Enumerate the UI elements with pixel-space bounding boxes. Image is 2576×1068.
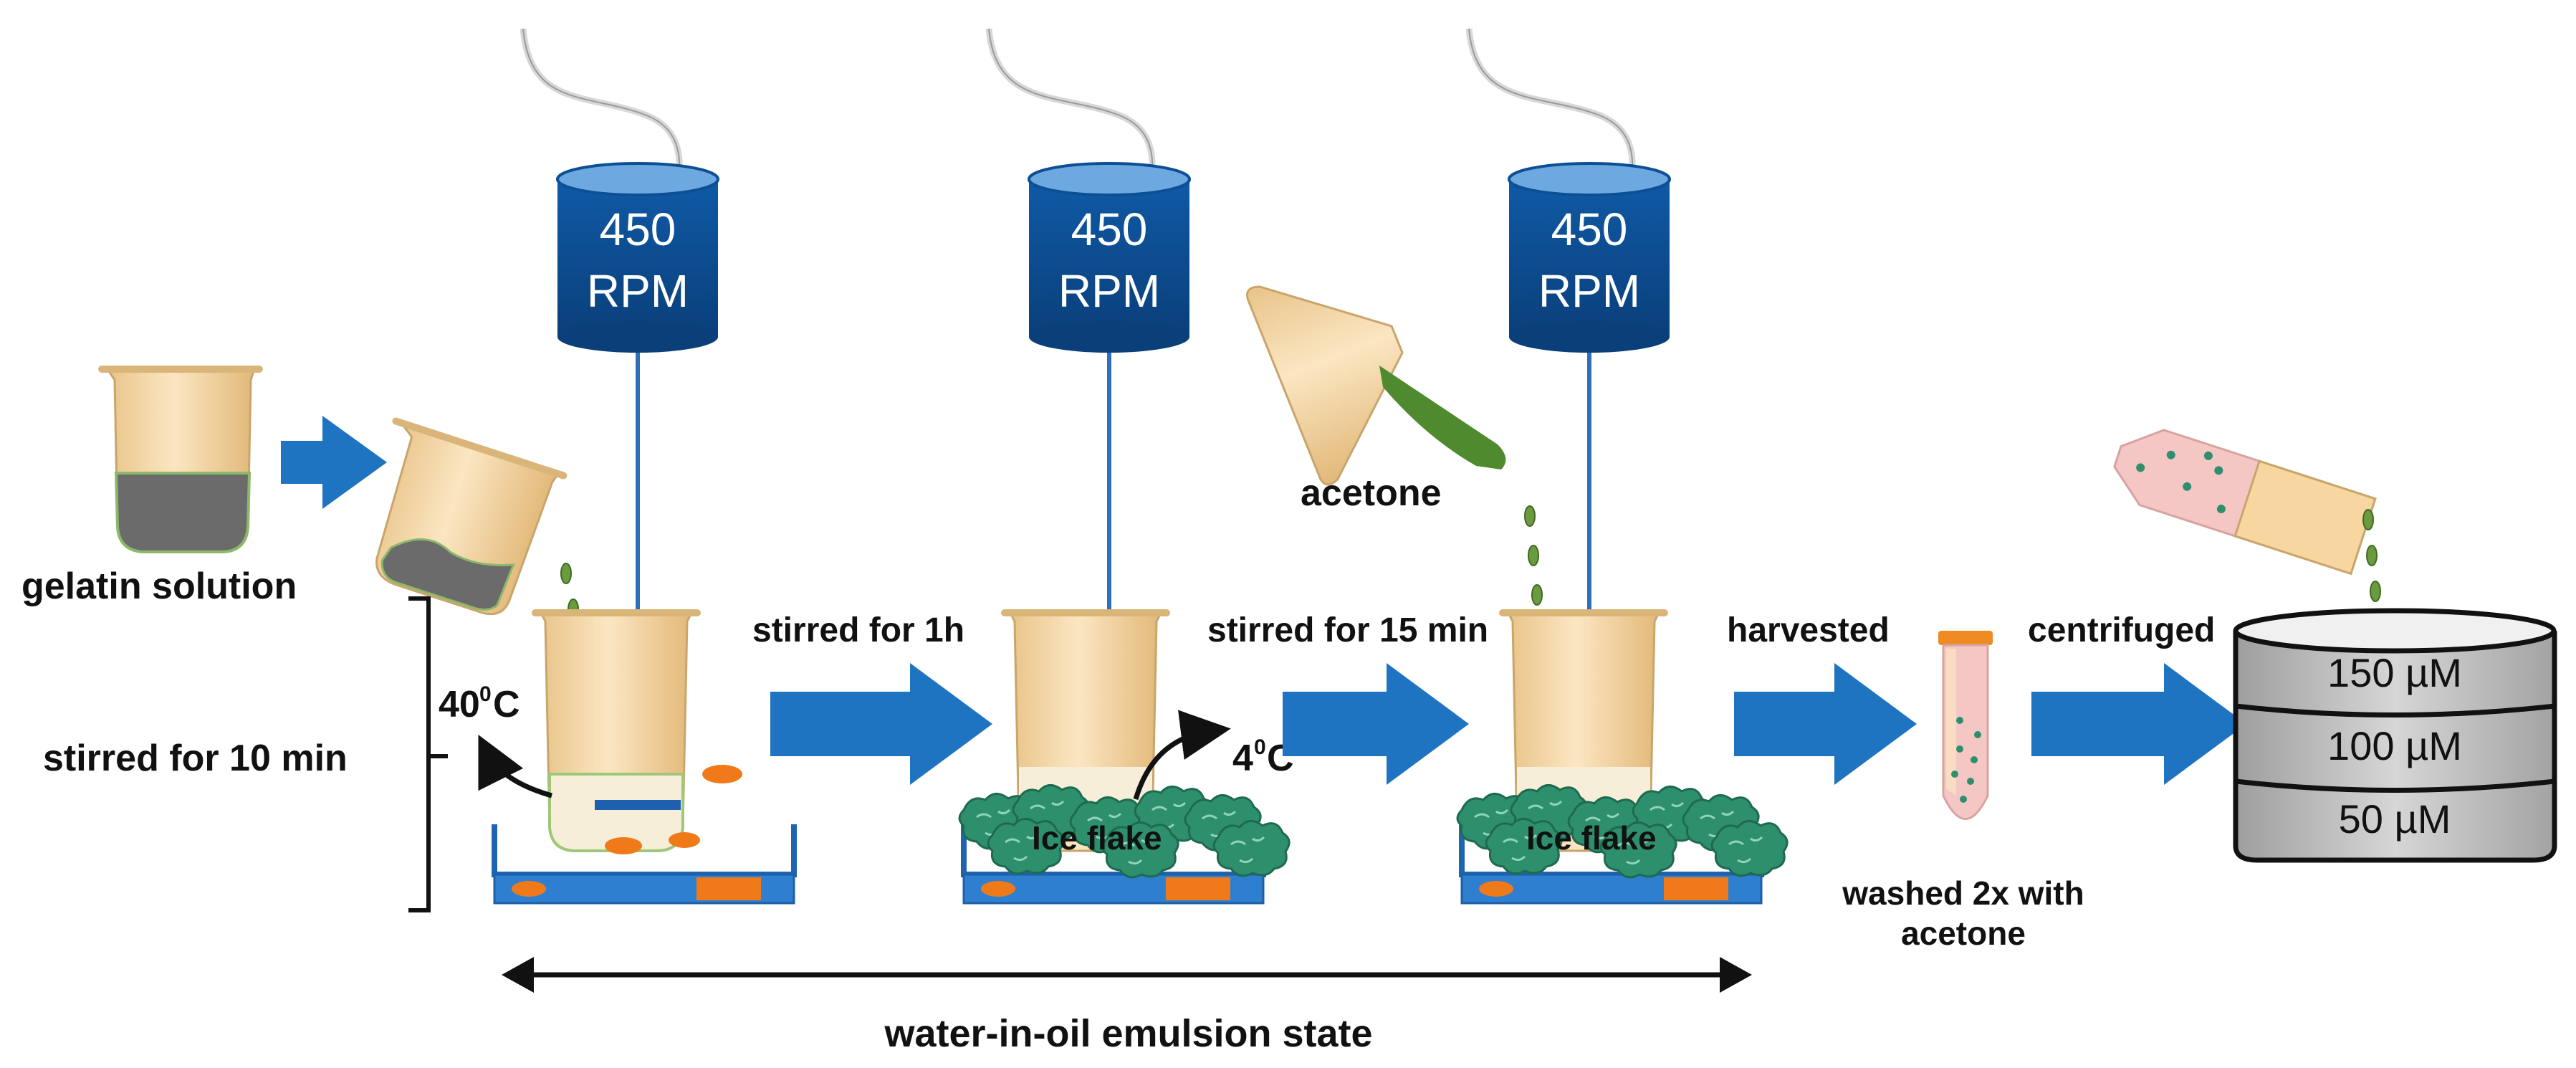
emulsion-span-arrow [502,957,1752,993]
flow-arrow-4 [1734,663,1917,785]
washed-label-line2: acetone [1901,915,2026,952]
temperature-40c: 40 0 C [439,682,520,725]
stirrer-3-speed: 450 [1551,204,1628,255]
svg-text:0: 0 [1254,735,1266,759]
stirrer-motor-1: 450 RPM [556,162,719,354]
step-bracket [408,596,448,912]
power-cord-3 [1465,28,1636,173]
stirred-15-min-label: stirred for 15 min [1207,611,1488,649]
power-cord-2 [985,28,1156,173]
pouring-tube [2113,429,2377,576]
svg-text:C: C [493,684,520,725]
beaker-1 [535,613,742,854]
stirred-1h-label: stirred for 1h [752,611,964,649]
stirrer-1-speed: 450 [600,204,676,255]
cool-arrow [1133,710,1231,800]
washed-label-line1: washed 2x with [1842,874,2084,912]
flow-arrow-2 [770,663,992,785]
svg-text:0: 0 [479,682,492,706]
flow-arrow-1 [281,416,387,509]
svg-text:40: 40 [439,684,480,725]
sieve-100: 100 µM [2327,723,2462,768]
power-cord-1 [519,28,683,173]
stirrer-motor-2: 450 RPM [1028,162,1191,354]
temperature-4c: 4 0 C [1232,735,1294,779]
acetone-flask-liquid [1379,366,1506,469]
gelatin-beaker [98,366,263,553]
flow-arrow-5 [2031,663,2246,785]
acetone-flask [1246,285,1404,486]
sieve-stack: 150 µM 100 µM 50 µM [2233,608,2557,863]
acetone-label: acetone [1301,472,1442,514]
ice-flake-label-1: Ice flake [1032,819,1162,857]
svg-text:4: 4 [1232,738,1253,779]
harvested-label: harvested [1727,611,1890,649]
centrifuged-label: centrifuged [2028,611,2215,649]
stirrer-motor-3: 450 RPM [1508,162,1671,354]
stirrer-2-speed: 450 [1071,204,1148,255]
particle-droplets [2362,509,2381,602]
stirrer-3-unit: RPM [1538,265,1640,317]
gelatin-solution-label: gelatin solution [21,566,297,607]
flow-arrow-3 [1283,663,1469,785]
stirrer-1-unit: RPM [587,265,689,317]
heat-arrow-1 [478,734,552,798]
emulsion-state-label: water-in-oil emulsion state [884,1012,1372,1055]
stirrer-2-unit: RPM [1058,265,1160,317]
pouring-beaker [375,417,568,616]
stirred-10-min-label: stirred for 10 min [43,738,348,779]
centrifuge-tube [1938,631,1993,820]
ice-flake-label-2: Ice flake [1526,819,1657,857]
sieve-150: 150 µM [2327,650,2462,695]
sieve-50: 50 µM [2339,796,2451,841]
